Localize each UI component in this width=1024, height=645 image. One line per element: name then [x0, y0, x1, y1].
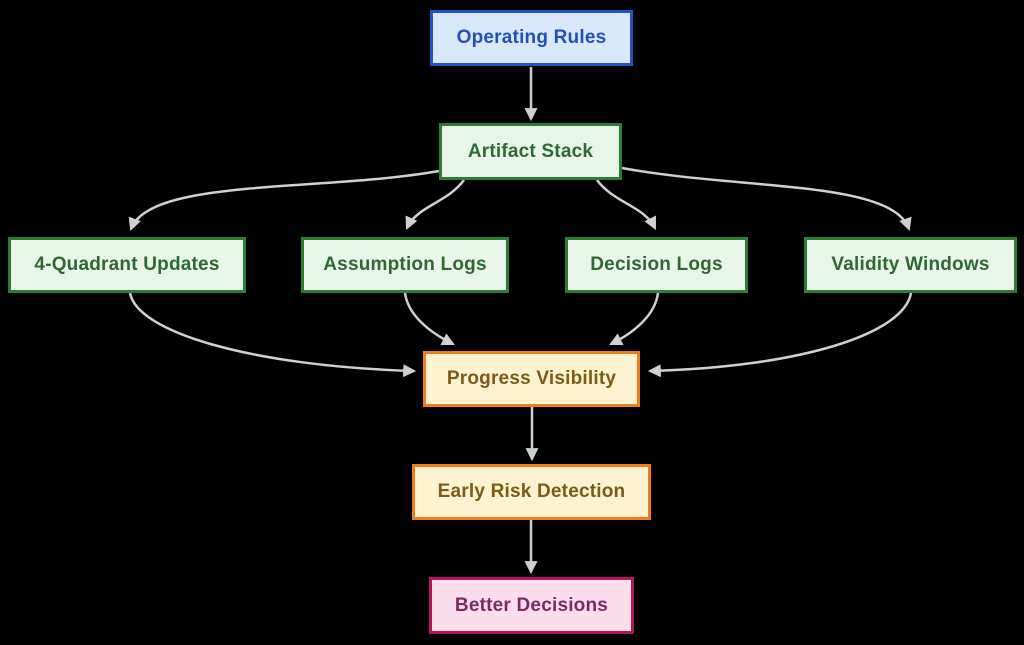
edge-quadrant-to-progress: [128, 292, 417, 378]
edge-validity-to-progress: [647, 292, 913, 378]
edge-decision-to-progress: [609, 292, 660, 346]
edge-artifact-to-validity: [621, 166, 912, 232]
node-label: 4-Quadrant Updates: [34, 254, 220, 275]
node-assumption-logs: Assumption Logs: [301, 237, 509, 293]
node-validity-windows: Validity Windows: [804, 237, 1017, 293]
edge-assumption-to-progress: [403, 292, 455, 346]
edge-artifact-to-assumption: [405, 179, 466, 230]
node-label: Validity Windows: [831, 254, 990, 275]
node-label: Early Risk Detection: [437, 481, 626, 502]
node-decision-logs: Decision Logs: [565, 237, 748, 293]
node-label: Decision Logs: [590, 254, 723, 275]
node-early-risk-detection: Early Risk Detection: [412, 464, 651, 520]
node-better-decisions: Better Decisions: [429, 577, 634, 634]
node-label: Operating Rules: [456, 27, 607, 48]
edge-artifact-to-quadrant: [128, 169, 440, 232]
node-label: Assumption Logs: [323, 254, 487, 275]
node-artifact-stack: Artifact Stack: [439, 123, 622, 180]
node-progress-visibility: Progress Visibility: [423, 351, 640, 407]
edge-artifact-to-decision: [595, 179, 657, 230]
node-label: Better Decisions: [454, 594, 609, 616]
node-4-quadrant-updates: 4-Quadrant Updates: [8, 237, 246, 293]
node-label: Artifact Stack: [467, 140, 594, 162]
node-operating-rules: Operating Rules: [430, 10, 633, 66]
node-label: Progress Visibility: [446, 368, 617, 389]
